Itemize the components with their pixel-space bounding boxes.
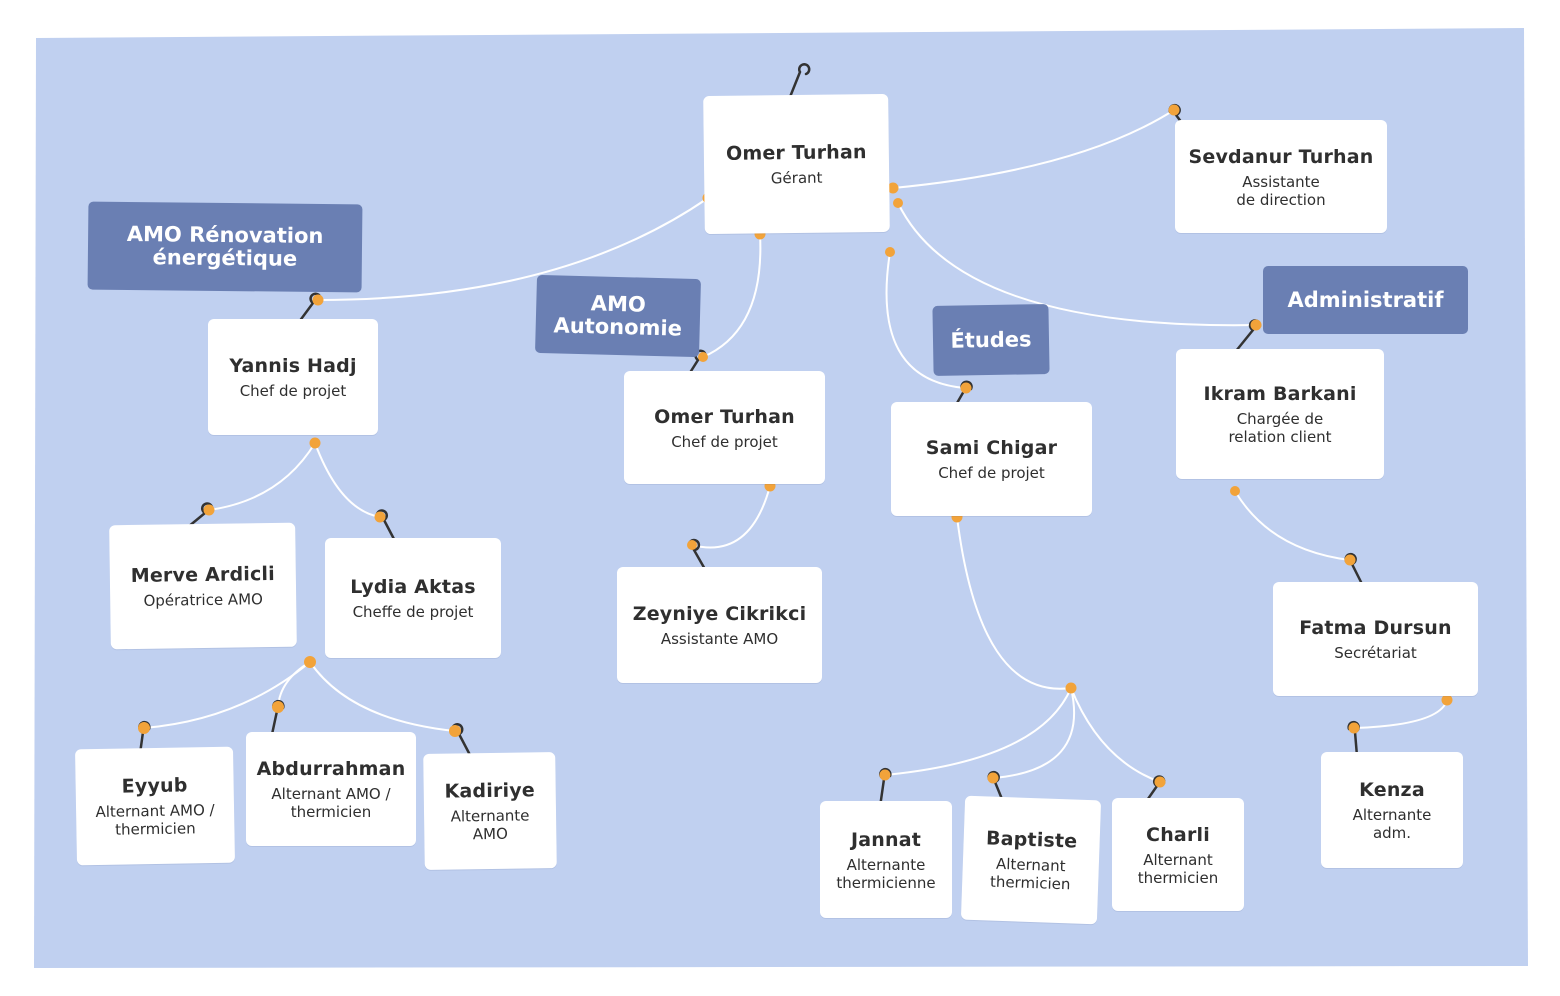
- person-role: Alternante adm.: [1352, 806, 1432, 842]
- person-card-sami: Sami Chigar Chef de projet: [891, 402, 1092, 516]
- department-label-amo-autonomie: AMO Autonomie: [535, 274, 701, 358]
- department-label-administratif: Administratif: [1263, 266, 1468, 334]
- person-card-ikram: Ikram Barkani Chargée de relation client: [1176, 349, 1384, 479]
- person-role: Secrétariat: [1334, 644, 1417, 662]
- person-role: Assistante de direction: [1236, 172, 1326, 209]
- person-card-omer-chef: Omer Turhan Chef de projet: [624, 371, 825, 484]
- person-name: Jannat: [850, 828, 922, 851]
- person-role: Alternant AMO / thermicien: [95, 800, 215, 839]
- person-name: Omer Turhan: [654, 405, 795, 428]
- person-card-kadiriye: Kadiriye Alternante AMO: [423, 752, 557, 870]
- person-name: Fatma Dursun: [1299, 617, 1452, 639]
- person-name: Yannis Hadj: [229, 355, 357, 377]
- person-role: Alternante thermicienne: [836, 855, 936, 892]
- person-name: Sami Chigar: [925, 437, 1058, 459]
- person-role: Cheffe de projet: [352, 603, 474, 621]
- person-card-fatma: Fatma Dursun Secrétariat: [1273, 582, 1478, 696]
- person-role: Gérant: [770, 168, 823, 188]
- person-card-kenza: Kenza Alternante adm.: [1321, 752, 1463, 868]
- person-name: Eyyub: [121, 774, 188, 798]
- department-label-etudes: Études: [932, 303, 1050, 377]
- person-role: Alternant thermicien: [989, 854, 1071, 894]
- person-card-yannis: Yannis Hadj Chef de projet: [208, 319, 378, 435]
- person-role: Alternante AMO: [450, 806, 530, 844]
- person-card-eyyub: Eyyub Alternant AMO / thermicien: [74, 746, 236, 866]
- person-card-baptiste: Baptiste Alternant thermicien: [960, 795, 1102, 925]
- person-card-jannat: Jannat Alternante thermicienne: [820, 801, 952, 918]
- person-name: Sevdanur Turhan: [1188, 145, 1374, 168]
- person-name: Kenza: [1359, 779, 1425, 801]
- person-name: Merve Ardicli: [130, 562, 276, 588]
- person-name: Kadiriye: [444, 779, 536, 803]
- person-role: Opératrice AMO: [143, 590, 264, 610]
- department-label-amo-renovation: AMO Rénovation énergétique: [87, 201, 363, 293]
- person-name: Ikram Barkani: [1203, 383, 1357, 405]
- person-role: Chargée de relation client: [1228, 410, 1332, 446]
- person-card-lydia: Lydia Aktas Cheffe de projet: [325, 538, 501, 658]
- person-card-zeyniye: Zeyniye Cikrikci Assistante AMO: [617, 567, 822, 683]
- person-card-merve: Merve Ardicli Opératrice AMO: [109, 522, 297, 650]
- person-name: Charli: [1146, 823, 1210, 846]
- person-role: Chef de projet: [239, 382, 347, 400]
- person-name: Baptiste: [985, 827, 1078, 853]
- person-name: Abdurrahman: [256, 758, 406, 780]
- person-role: Chef de projet: [938, 464, 1045, 482]
- person-card-assistante-direction: Sevdanur Turhan Assistante de direction: [1175, 120, 1387, 233]
- person-card-abdurrahman: Abdurrahman Alternant AMO / thermicien: [246, 732, 416, 846]
- person-role: Chef de projet: [671, 432, 778, 451]
- person-role: Assistante AMO: [660, 630, 779, 648]
- person-card-gerant: Omer Turhan Gérant: [703, 93, 890, 235]
- person-card-charli: Charli Alternant thermicien: [1112, 798, 1244, 911]
- person-role: Alternant thermicien: [1137, 850, 1219, 887]
- person-name: Lydia Aktas: [350, 576, 476, 598]
- person-name: Omer Turhan: [725, 141, 867, 165]
- person-role: Alternant AMO / thermicien: [271, 785, 391, 821]
- person-name: Zeyniye Cikrikci: [632, 603, 807, 625]
